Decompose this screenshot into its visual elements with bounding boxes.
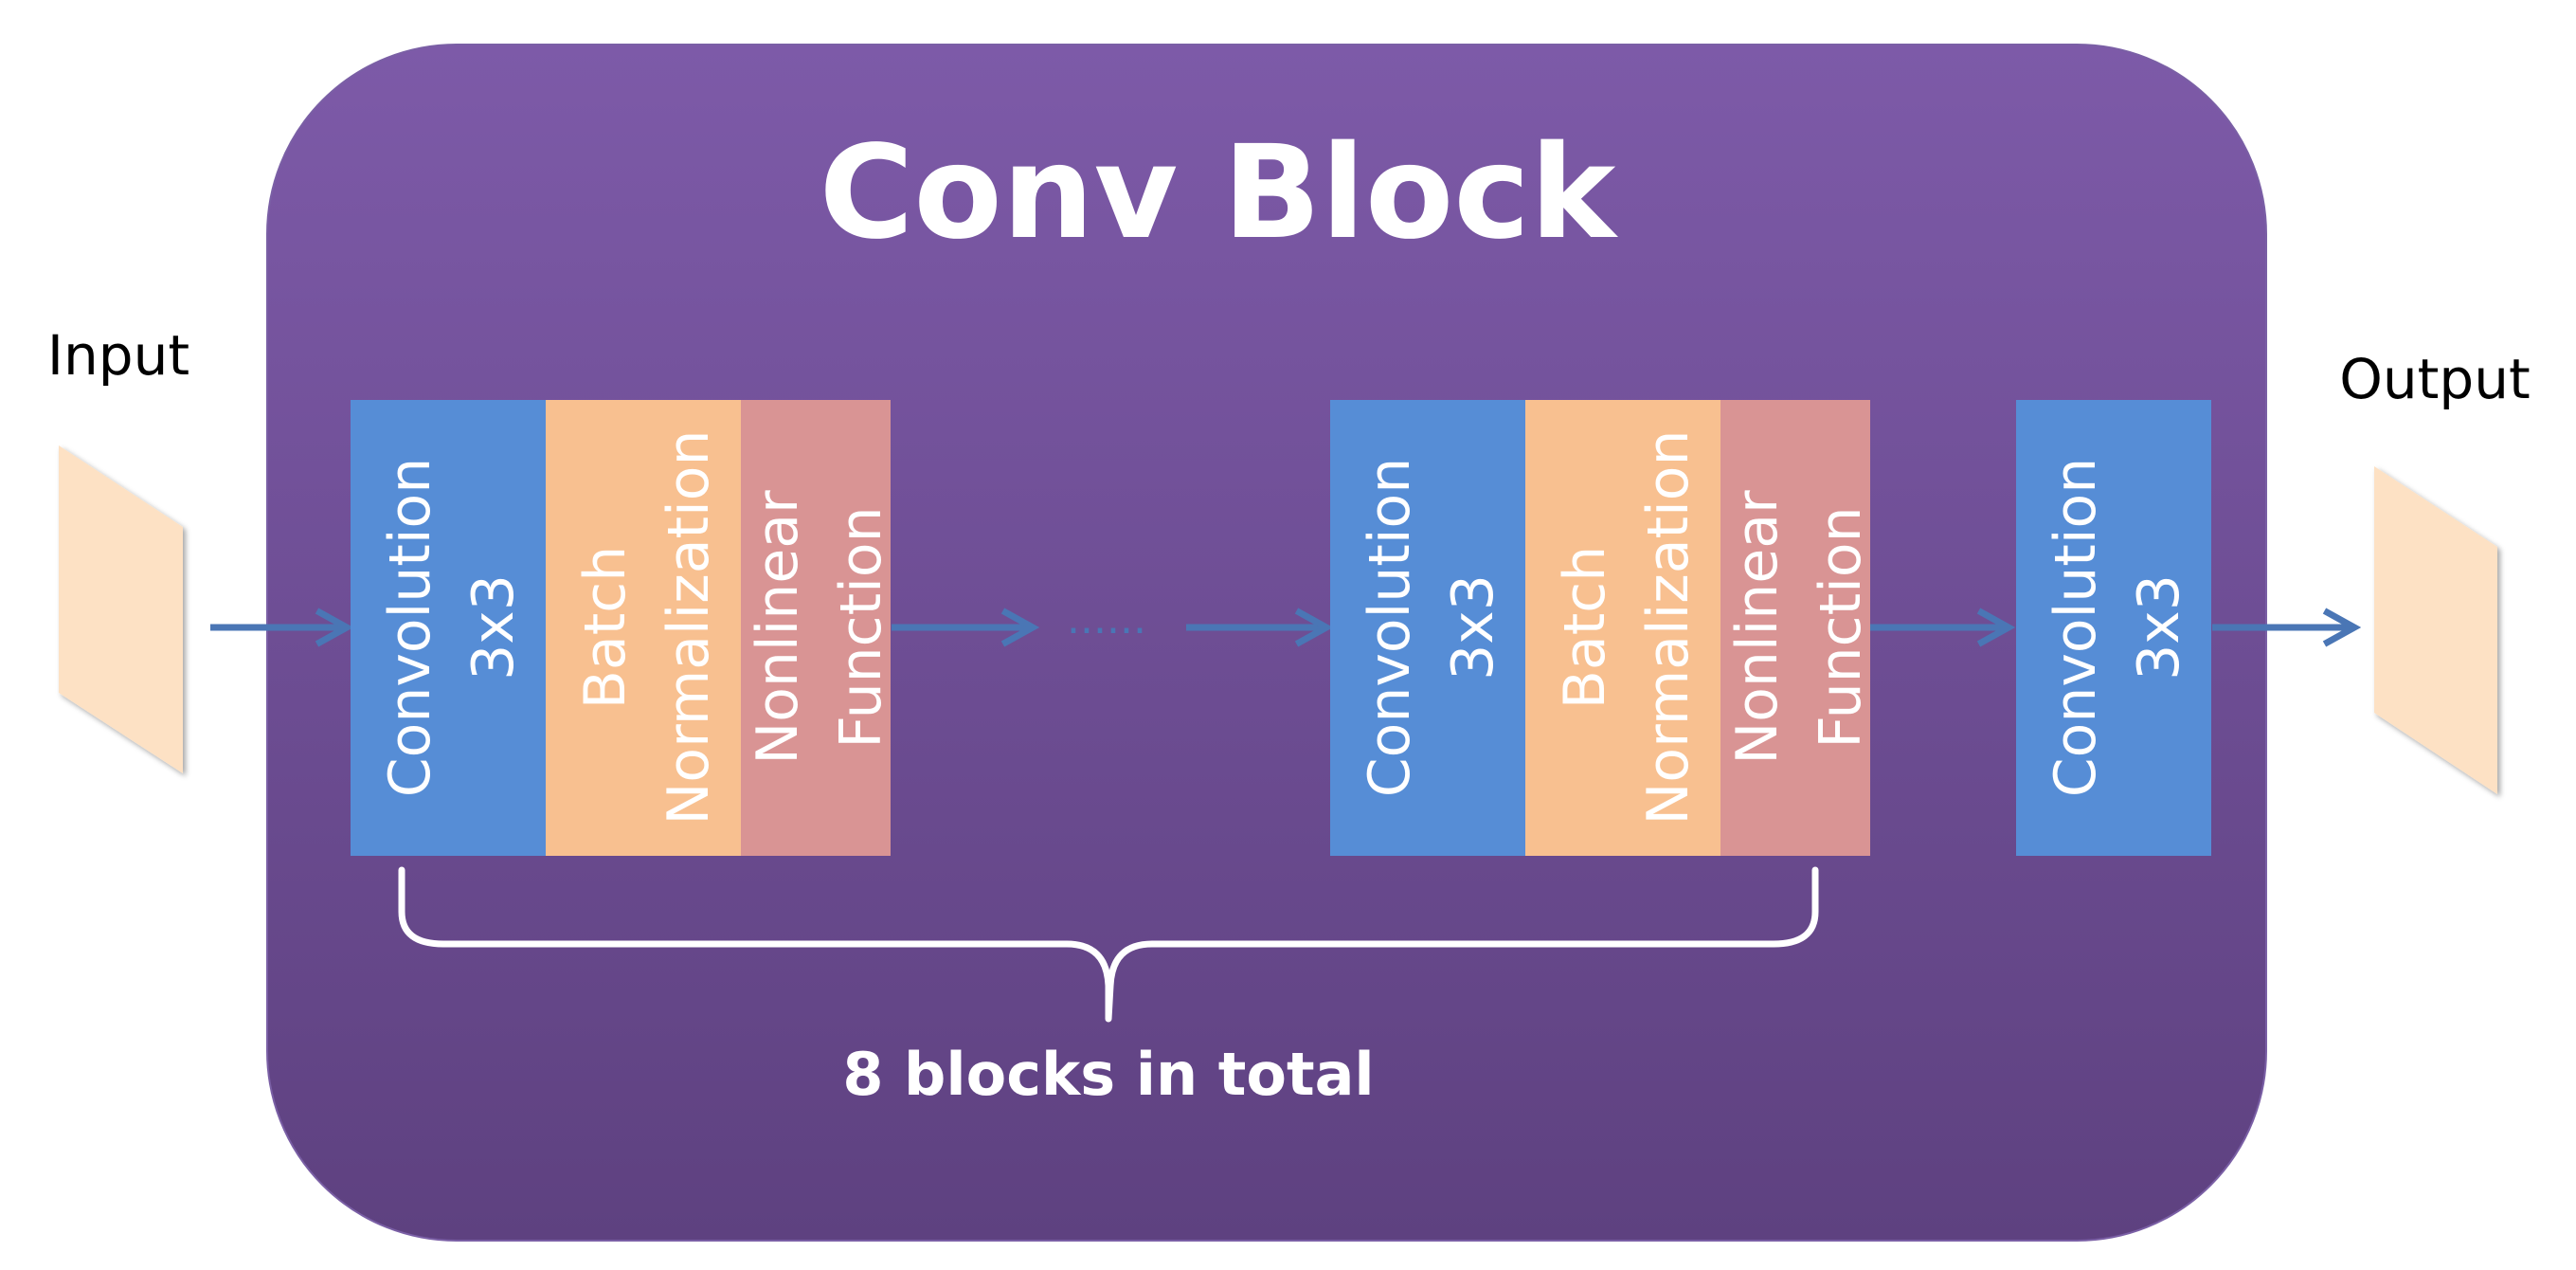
block-8-bn-layer (1525, 400, 1720, 856)
block-1-nl-label-line1: Nonlinear (745, 490, 811, 765)
block-8-conv-layer (1330, 400, 1525, 856)
block-8-conv-label-line1: Convolution (1357, 458, 1423, 797)
group-caption: 8 blocks in total (842, 1040, 1374, 1109)
output-tensor (2374, 466, 2497, 794)
block-1-conv-label-line2: 3x3 (460, 574, 527, 680)
block-1-nl-label-line2: Function (828, 506, 894, 748)
block-8-bn-label-line2: Normalization (1635, 430, 1702, 826)
input-label: Input (47, 323, 189, 388)
block-8-bn-label-line1: Batch (1552, 546, 1618, 709)
block-8-nl-layer (1720, 400, 1870, 856)
block-1-nl-layer (741, 400, 891, 856)
final-conv-label-line2: 3x3 (2126, 574, 2192, 680)
group-brace (398, 866, 1819, 1023)
block-8-nl-label-line2: Function (1808, 506, 1874, 748)
conv-block-title: Conv Block (820, 118, 1619, 268)
final-conv-block: Convolution 3x3 (2016, 400, 2211, 856)
final-conv-label-line1: Convolution (2043, 458, 2109, 797)
block-1-conv-label-line1: Convolution (377, 458, 443, 797)
block-1-bn-layer (546, 400, 741, 856)
block-8-conv-label-line2: 3x3 (1440, 574, 1506, 680)
output-label: Output (2339, 347, 2530, 411)
block-1-bn-label-line2: Normalization (656, 430, 722, 826)
block-8: Convolution 3x3 Batch Normalization Nonl… (1330, 400, 1874, 856)
block-1-bn-label-line1: Batch (572, 546, 639, 709)
block-1-conv-layer (351, 400, 546, 856)
input-tensor (59, 445, 183, 773)
ellipsis-dots: ...... (1067, 595, 1146, 644)
final-conv-layer (2016, 400, 2211, 856)
block-8-nl-label-line1: Nonlinear (1724, 490, 1791, 765)
block-1: Convolution 3x3 Batch Normalization Nonl… (351, 400, 894, 856)
